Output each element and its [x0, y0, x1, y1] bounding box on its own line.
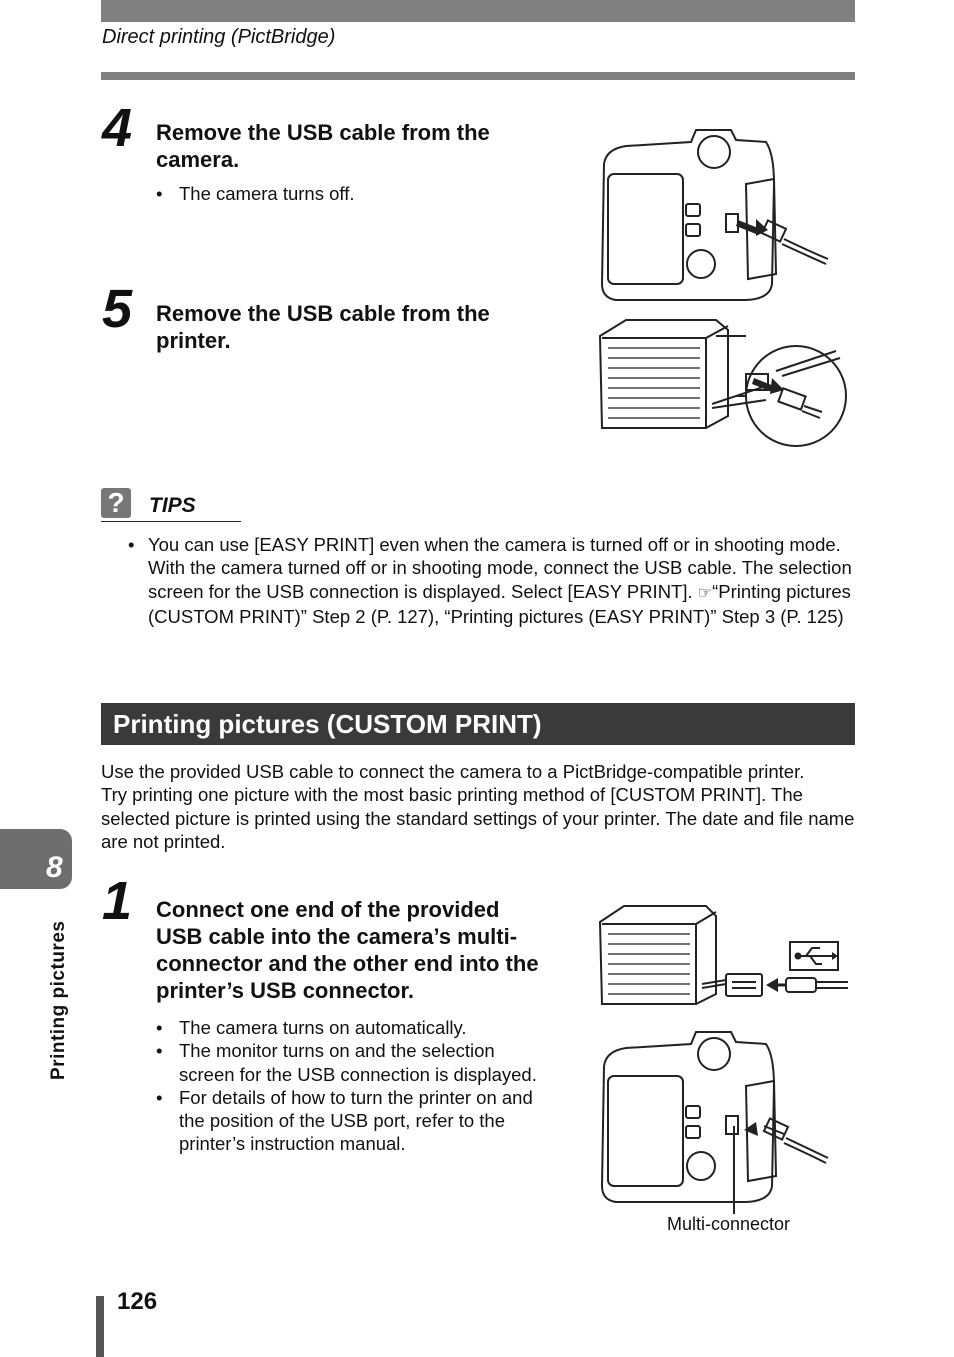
list-item: The camera turns off.: [156, 182, 536, 206]
header-title: Direct printing (PictBridge): [102, 26, 336, 48]
tips-question-icon: ?: [101, 488, 131, 518]
reference-hand-icon: ☞: [697, 584, 713, 602]
list-item: The monitor turns on and the selection s…: [156, 1039, 541, 1086]
header-top-bar: [101, 0, 855, 22]
tips-label: TIPS: [149, 494, 196, 517]
section-title-bar: Printing pictures (CUSTOM PRINT): [101, 703, 855, 745]
step-4-title: Remove the USB cable from the camera.: [156, 120, 490, 172]
section-intro: Use the provided USB cable to connect th…: [101, 761, 855, 852]
step-5-title: Remove the USB cable from the printer.: [156, 301, 490, 353]
step-1-bullets: The camera turns on automatically. The m…: [156, 1016, 541, 1156]
step-1-title: Connect one end of the provided USB cabl…: [156, 897, 539, 1003]
step-4-bullets: The camera turns off.: [156, 182, 536, 206]
usb-connection-illustration: [598, 905, 848, 1214]
list-item: The camera turns on automatically.: [156, 1016, 541, 1040]
chapter-number: 8: [46, 851, 63, 884]
page-number: 126: [117, 1288, 158, 1315]
tips-text-after: “Printing pictures (CUSTOM PRINT)” Step …: [148, 580, 851, 627]
chapter-label: Printing pictures: [48, 920, 69, 1080]
page-number-bar: [96, 1296, 104, 1357]
step-1-number: 1: [102, 871, 133, 931]
tips-list: You can use [EASY PRINT] even when the c…: [128, 533, 856, 628]
tips-text-before: You can use [EASY PRINT] even when the c…: [148, 534, 852, 602]
multi-connector-caption: Multi-connector: [667, 1214, 791, 1234]
tips-rule: [101, 521, 241, 522]
list-item: For details of how to turn the printer o…: [156, 1086, 541, 1156]
printer-usb-removal-illustration: [598, 319, 847, 447]
list-item: You can use [EASY PRINT] even when the c…: [128, 533, 856, 628]
step-4-number: 4: [102, 98, 133, 158]
usb-symbol-icon: [794, 947, 832, 965]
camera-usb-removal-illustration: [600, 129, 829, 301]
chapter-tab: [0, 829, 72, 889]
step-5-number: 5: [102, 279, 133, 339]
section-title: Printing pictures (CUSTOM PRINT): [113, 709, 542, 739]
header-rule: [101, 72, 855, 80]
